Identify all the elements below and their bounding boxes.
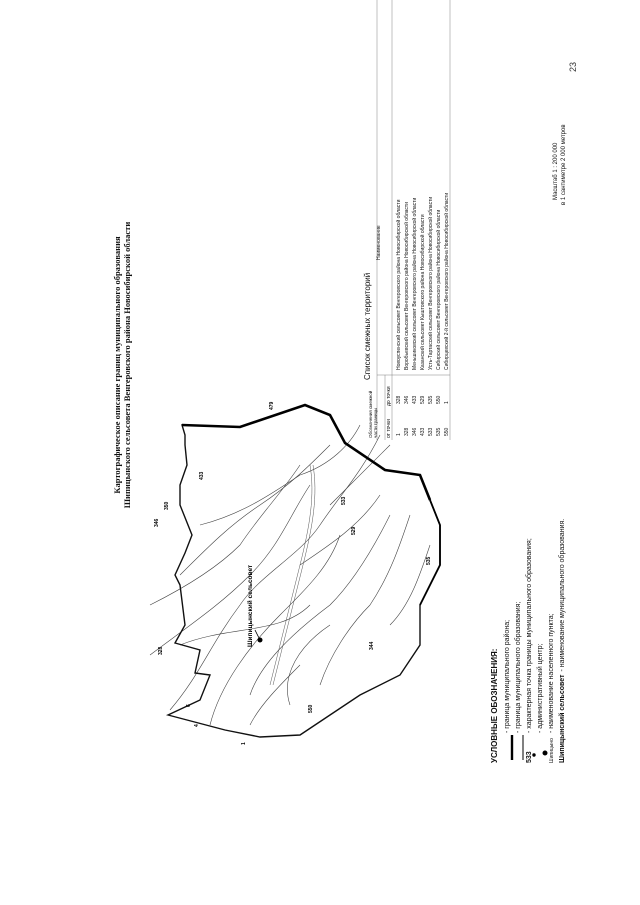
map-scale-note: в 1 сантиметре 2 000 метров bbox=[561, 124, 567, 205]
row-to: 550 bbox=[436, 395, 442, 404]
settlement-label: Шипицынский сельсовет bbox=[246, 565, 254, 647]
district-boundary-lower bbox=[419, 499, 441, 606]
legend-item: - граница муниципального района; bbox=[502, 463, 513, 763]
legend: УСЛОВНЫЕ ОБОЗНАЧЕНИЯ: - граница муниципа… bbox=[490, 463, 568, 763]
row-name: Воробьевский сельсовет Венгеровского рай… bbox=[404, 202, 410, 370]
legend-item-text: - характерная точка границы муниципально… bbox=[526, 538, 533, 733]
point-label-533: 533 bbox=[341, 496, 347, 505]
row-name: Сибирцевский 2-й сельсовет Венгеровского… bbox=[444, 192, 450, 370]
col-points-header: Обозначения смежной части границы bbox=[368, 390, 378, 438]
row-from: 533 bbox=[428, 427, 434, 436]
point-label-479: 479 bbox=[269, 401, 275, 410]
col-to-header: до точки bbox=[386, 386, 392, 406]
point-label-6: 6 bbox=[186, 704, 192, 707]
legend-item-text: - наименование населенного пункта; bbox=[548, 613, 555, 733]
row-to: 346 bbox=[404, 395, 410, 404]
legend-item-text: - граница муниципального района; bbox=[504, 619, 511, 733]
point-label-346: 346 bbox=[154, 518, 160, 527]
row-from: 328 bbox=[404, 427, 410, 436]
map-scale: Масштаб 1 : 200 000 bbox=[553, 142, 559, 200]
legend-symbol: Шипицыно bbox=[548, 738, 555, 763]
legend-item: - административный центр; bbox=[535, 463, 546, 763]
row-from: 346 bbox=[412, 427, 418, 436]
row-name: Новоуспенский сельсовет Венгеровского ра… bbox=[396, 199, 402, 370]
legend-item: Шипицынский сельсовет - наименование мун… bbox=[557, 463, 568, 763]
row-to: 328 bbox=[396, 395, 402, 404]
point-label-529: 529 bbox=[351, 526, 357, 535]
point-label-4: 4 bbox=[194, 724, 200, 727]
point-label-1: 1 bbox=[241, 742, 247, 745]
legend-item: Шипицыно - наименование населенного пунк… bbox=[546, 463, 557, 763]
adjacent-title: Список смежных территорий bbox=[363, 272, 372, 380]
legend-item: - граница муниципального образования; bbox=[513, 463, 524, 763]
legend-item: 533 - характерная точка границы муниципа… bbox=[524, 463, 535, 763]
district-boundary bbox=[181, 403, 432, 501]
row-to: 529 bbox=[420, 395, 426, 404]
legend-item-text: - граница муниципального образования; bbox=[515, 601, 522, 733]
point-label-328: 328 bbox=[158, 646, 164, 655]
legend-item-text: - административный центр; bbox=[537, 643, 544, 733]
row-from: 1 bbox=[396, 433, 402, 436]
legend-item-text: - наименование муниципального образовани… bbox=[559, 518, 566, 672]
point-label-350: 350 bbox=[164, 501, 170, 510]
row-to: 433 bbox=[412, 395, 418, 404]
row-name: Меньшиковский сельсовет Венгеровского ра… bbox=[412, 197, 418, 370]
legend-symbol: 533 bbox=[526, 751, 533, 763]
row-name: Усть-Тартасский сельсовет Венгеровского … bbox=[428, 196, 434, 370]
row-name: Казанский сельсовет Кыштовского района Н… bbox=[420, 214, 426, 370]
rivers bbox=[149, 424, 431, 726]
road bbox=[269, 464, 316, 686]
col-from-header: от точки bbox=[386, 419, 392, 438]
row-name: Сибирский сельсовет Венгеровского района… bbox=[436, 209, 442, 370]
row-from: 433 bbox=[420, 427, 426, 436]
point-labels: 1 4 6 328 346 350 433 479 533 529 535 34… bbox=[154, 401, 432, 745]
point-label-535: 535 bbox=[426, 556, 432, 565]
row-to: 535 bbox=[428, 395, 434, 404]
col-name-header: Наименование bbox=[376, 225, 382, 260]
point-label-550: 550 bbox=[308, 704, 314, 713]
row-to: 1 bbox=[444, 401, 450, 404]
legend-title: УСЛОВНЫЕ ОБОЗНАЧЕНИЯ: bbox=[490, 648, 499, 763]
legend-symbols bbox=[510, 735, 548, 760]
legend-symbol: Шипицынский сельсовет bbox=[559, 674, 566, 763]
point-label-344: 344 bbox=[369, 641, 375, 650]
point-label-433: 433 bbox=[199, 471, 205, 480]
adjacent-table-lines bbox=[376, 0, 451, 440]
admin-center-icon bbox=[254, 629, 263, 643]
row-from: 550 bbox=[444, 427, 450, 436]
row-from: 535 bbox=[436, 427, 442, 436]
